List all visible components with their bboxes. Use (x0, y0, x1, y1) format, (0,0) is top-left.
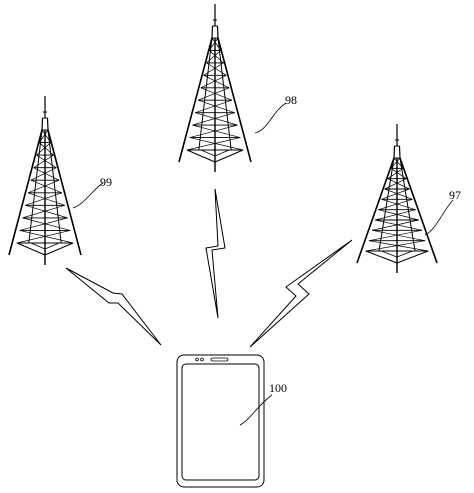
smartphone-icon (176, 354, 265, 488)
leader-line-99 (72, 182, 104, 209)
ref-label-99: 99 (100, 175, 112, 189)
ref-label-97: 97 (449, 188, 461, 202)
cell-tower-icon (356, 124, 438, 273)
cell-tower-icon (8, 96, 82, 265)
leader-line-100 (239, 394, 273, 426)
ref-label-98: 98 (285, 93, 297, 107)
leader-line-97 (424, 199, 454, 236)
phone-camera (195, 357, 199, 362)
ref-label-100: 100 (269, 381, 287, 395)
lightning-bolt-icon (65, 267, 162, 346)
phone-screen (181, 363, 260, 481)
phone-speaker (210, 357, 229, 362)
leader-line-98 (254, 102, 287, 134)
lightning-bolt-icon (205, 188, 226, 319)
lightning-bolt-icon (249, 239, 353, 348)
cell-tower-icon (178, 4, 252, 172)
phone-sensor (200, 357, 204, 362)
